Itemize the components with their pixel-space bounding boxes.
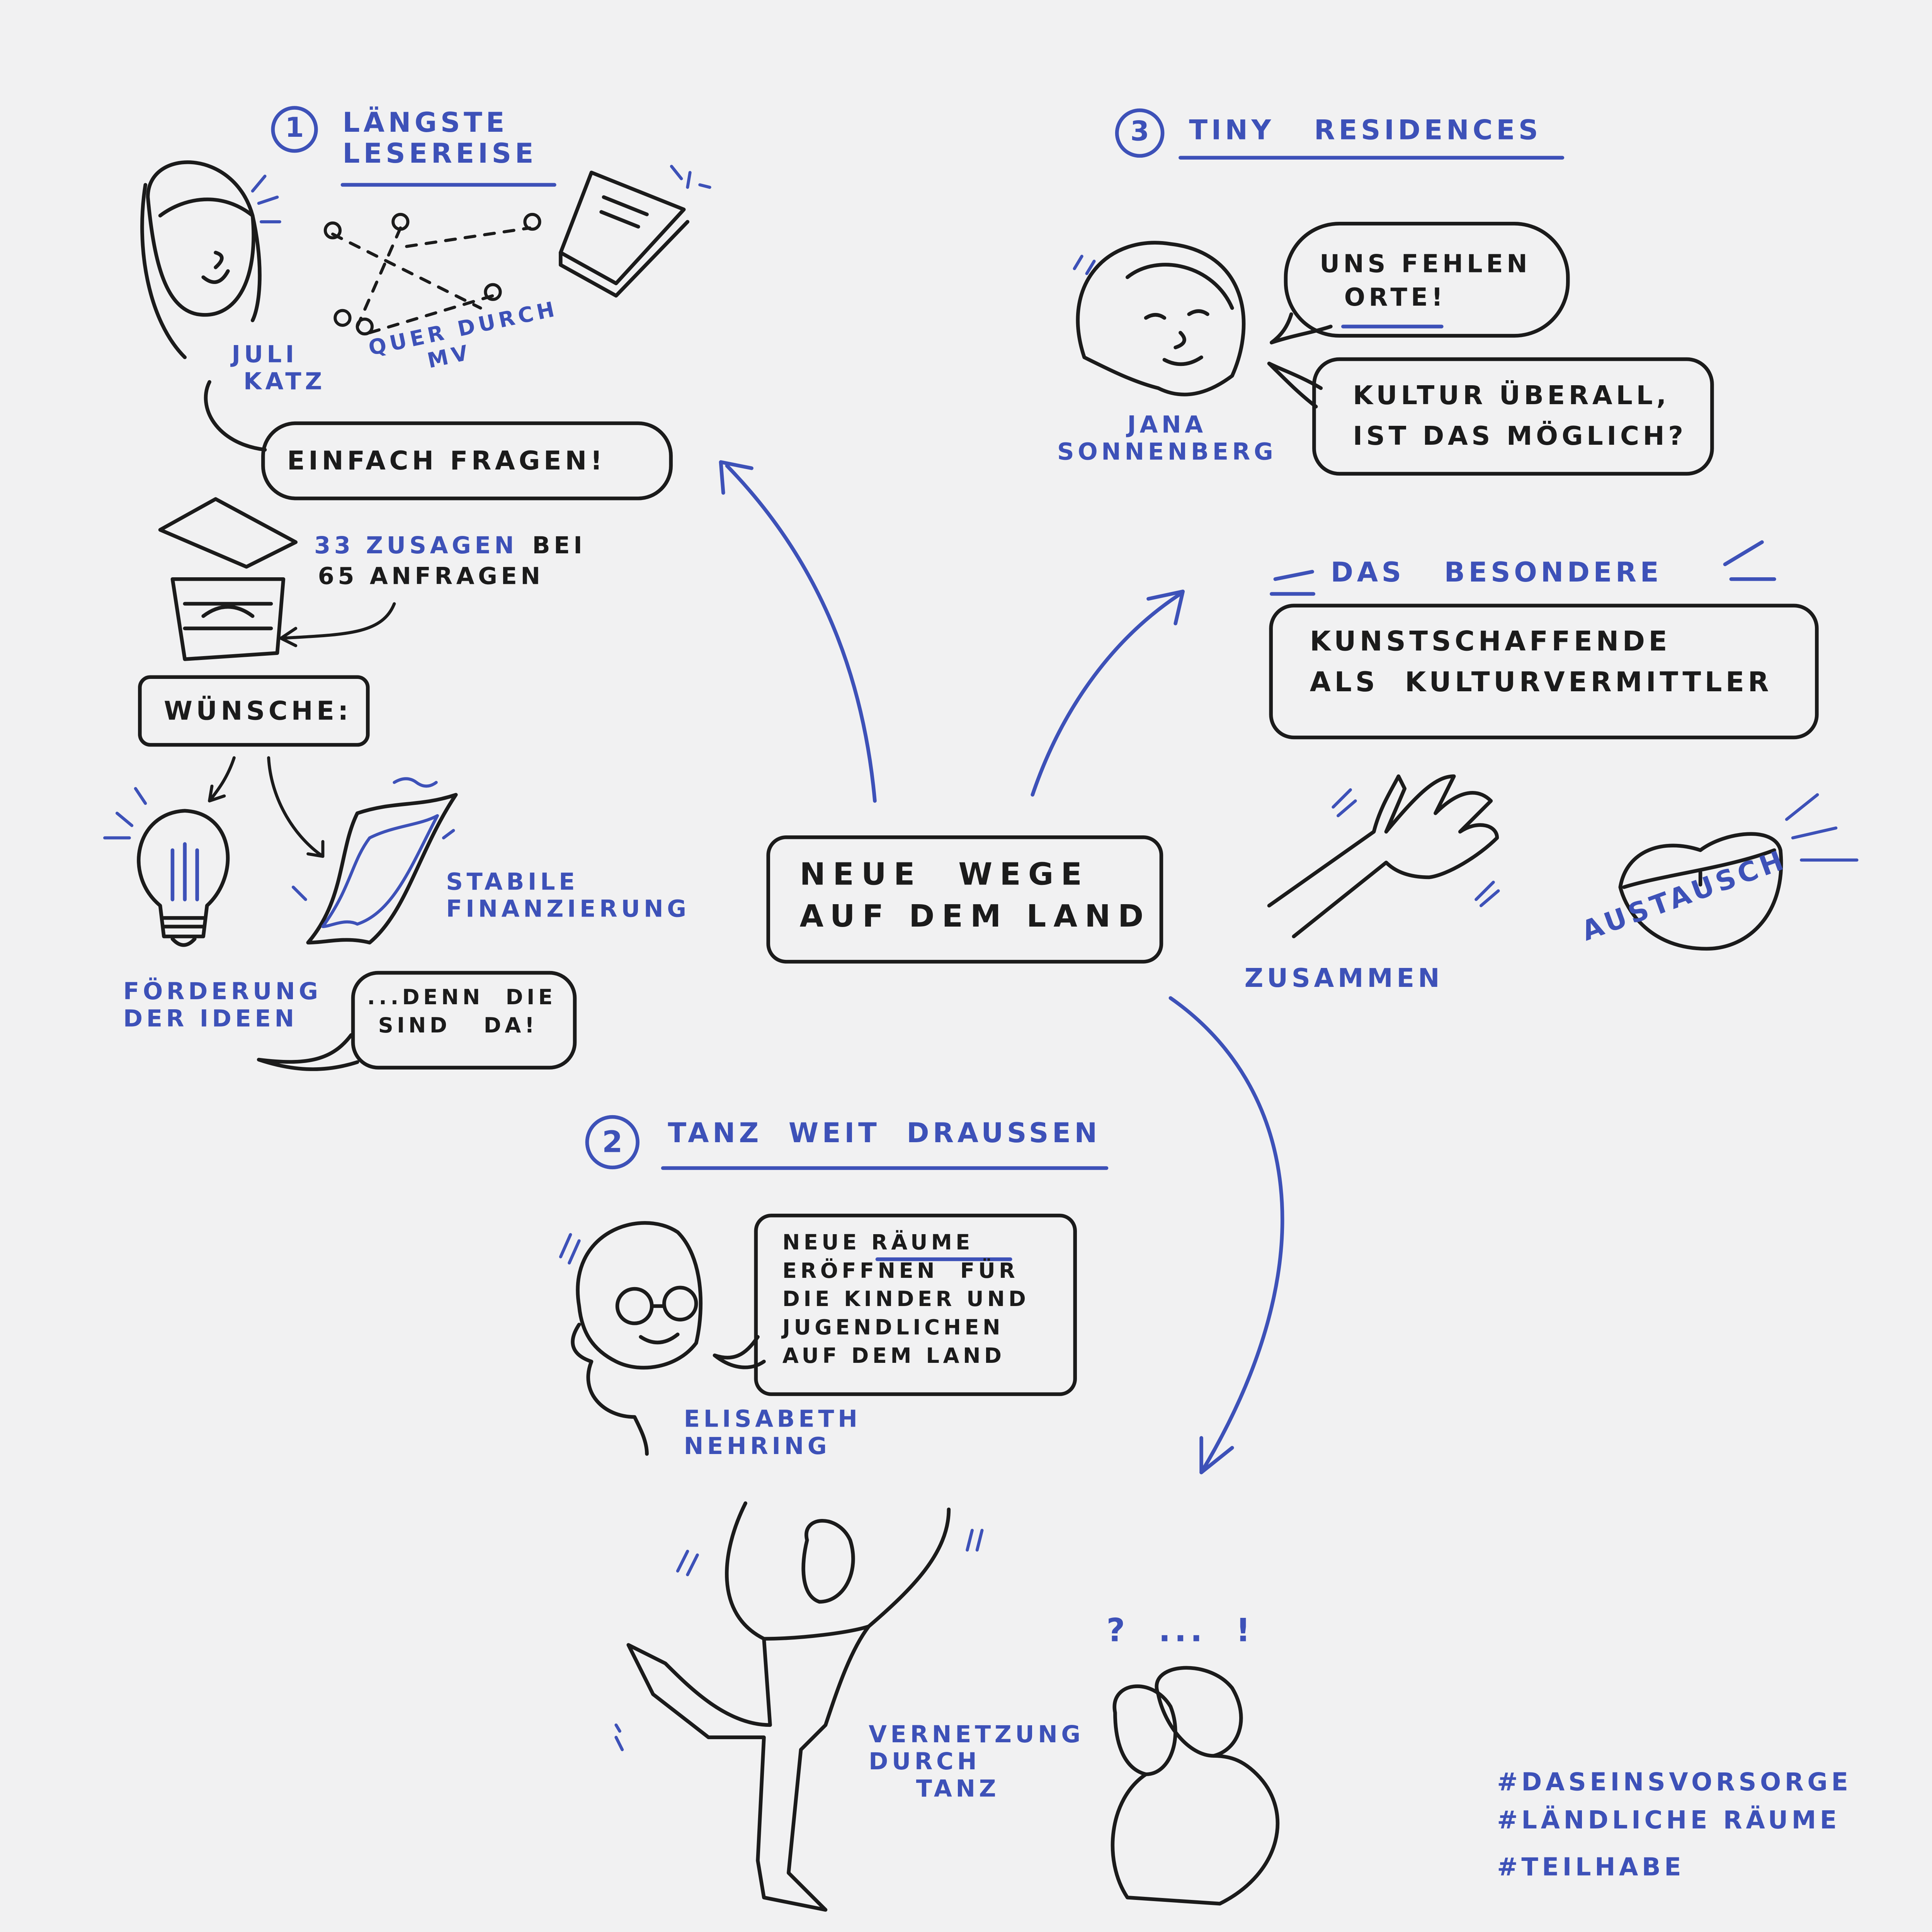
label-zusammen: ZUSAMMEN — [1244, 963, 1444, 993]
hand-icon — [1267, 774, 1499, 939]
quote-einfach-fragen: EINFACH FRAGEN! — [261, 421, 673, 500]
stat-anfragen: 65 ANFRAGEN — [318, 563, 544, 590]
section-number-2: 2 — [585, 1115, 639, 1170]
special-text-box: KUNSTSCHAFFENDE ALS KULTURVERMITTLER — [1269, 604, 1819, 740]
hashtag-daseinsvorsorge: #DASEINSVORSORGE — [1497, 1767, 1852, 1797]
elisabeth-nehring-portrait — [571, 1221, 703, 1456]
quote-uns-fehlen-orte: UNS FEHLEN ORTE! — [1284, 221, 1570, 338]
caption-vernetzung: VERNETZUNG DURCH TANZ — [869, 1721, 1084, 1803]
wishes-box: WÜNSCHE: — [138, 675, 370, 747]
stat-zusagen: 33 ZUSAGEN — [314, 532, 518, 560]
arrow-to-section1 — [725, 464, 877, 803]
jana-sonnenberg-name: JANA SONNENBERG — [1057, 412, 1277, 466]
lightbulb-icon — [137, 809, 230, 947]
dancer-illustration — [626, 1501, 951, 1912]
elisabeth-nehring-name: ELISABETH NEHRING — [684, 1406, 861, 1460]
section1-title: LÄNGSTE LESEREISE — [342, 108, 537, 171]
wish-finanzierung: STABILE FINANZIERUNG — [446, 869, 690, 923]
reply-bubble: ...DENN DIE SIND DA! — [351, 971, 577, 1070]
label-austausch: AUSTAUSCH — [1578, 845, 1791, 948]
money-icon — [306, 793, 458, 945]
central-topic-box: NEUE WEGE AUF DEM LAND — [766, 835, 1163, 964]
wish-foerderung: FÖRDERUNG DER IDEEN — [123, 978, 322, 1032]
arrow-to-section3 — [1031, 592, 1182, 797]
quote-neue-raeume: NEUE RÄUME ERÖFFNEN FÜR DIE KINDER UND J… — [754, 1213, 1077, 1396]
juli-katz-portrait — [140, 160, 267, 452]
section3-title: TINY RESIDENCES — [1189, 116, 1542, 147]
quote-kultur-ueberall: KULTUR ÜBERALL, IST DAS MÖGLICH? — [1312, 357, 1714, 476]
thought-marks: ? ... ! — [1106, 1613, 1254, 1650]
hashtag-laendliche-raeume: #LÄNDLICHE RÄUME — [1497, 1805, 1840, 1835]
juli-katz-name: JULI KATZ — [231, 341, 326, 396]
route-label: QUER DURCH MV — [366, 297, 561, 385]
section2-title: TANZ WEIT DRAUSSEN — [668, 1119, 1101, 1150]
envelope-stack-icon — [158, 497, 298, 661]
section-number-1: 1 — [271, 106, 318, 153]
book-icon — [559, 170, 690, 298]
special-title: DAS BESONDERE — [1330, 558, 1663, 589]
section-number-3: 3 — [1115, 108, 1165, 158]
stat-bei: BEI — [532, 532, 586, 560]
arrow-to-section2 — [1168, 996, 1284, 1475]
jana-sonnenberg-portrait — [1076, 241, 1246, 396]
hugging-people-illustration — [1111, 1666, 1280, 1906]
hashtag-teilhabe: #TEILHABE — [1497, 1852, 1685, 1882]
